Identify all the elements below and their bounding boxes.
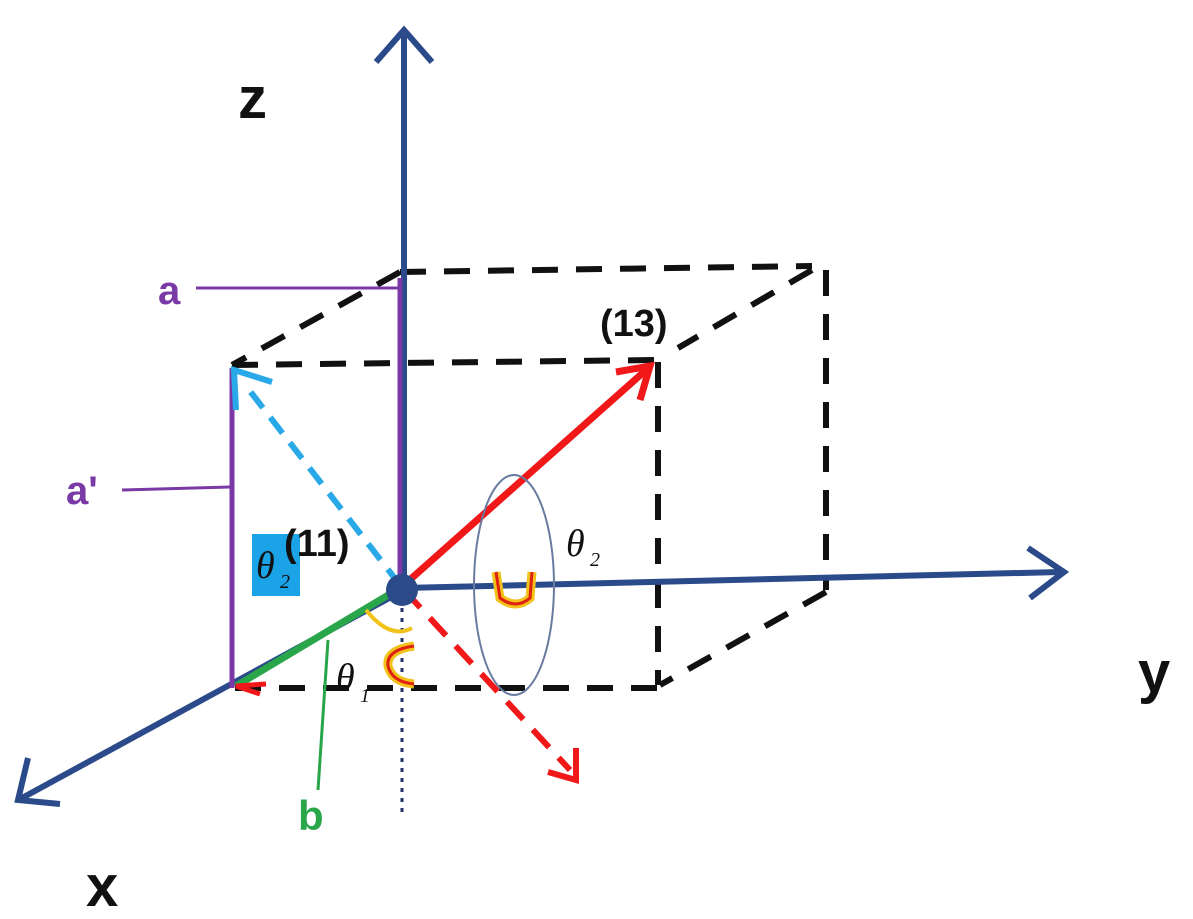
y-axis-arrowhead [1026,545,1070,601]
red-dashed-vector [401,587,573,773]
theta2-box-symbol: θ [256,545,275,587]
red-dashed-arrowhead [547,748,579,784]
theta1-symbol: θ [336,657,355,699]
a-prime-label: a' [66,469,98,513]
y-axis [403,569,1061,591]
theta2-right-subscript: 2 [590,549,600,571]
a-prime-leader-line [121,485,231,492]
theta2-right-symbol: θ [566,523,585,565]
green-vector-b [234,584,402,690]
box-back-right-top-edge [676,267,814,351]
cyan-vector-arrowhead [230,365,273,411]
u-arrow-icon [491,571,537,609]
y-axis-label: y [1138,640,1170,705]
theta1-arc [364,608,413,634]
z-axis-arrowhead [373,25,435,64]
box-bottom-right-edge [658,589,828,688]
c-arrow-icon [383,641,415,689]
theta1-subscript: 1 [360,685,370,707]
plane-11-label: (11) [284,523,349,565]
theta2-highlight-box [252,534,300,596]
x-axis-arrowhead [14,757,61,807]
z-axis-label: z [238,66,267,131]
red-vector-13 [401,367,649,588]
x-axis-label: x [86,854,118,919]
b-leader-line [316,639,330,791]
red-corner-arrowhead [235,681,267,697]
box-back-left-top-edge [230,269,402,368]
cyan-vector-11 [243,384,403,587]
box-back-top-edge [399,263,813,275]
rotation-ring [473,474,555,696]
plane-13-label: (13) [600,303,668,345]
dashed-box [230,263,829,691]
b-label: b [298,792,324,839]
a-label: a [158,269,181,313]
theta2-box-subscript: 2 [280,571,290,593]
red-vector-arrowhead [615,361,655,401]
origin-dot-icon [386,574,418,606]
box-front-top-edge [231,357,656,368]
